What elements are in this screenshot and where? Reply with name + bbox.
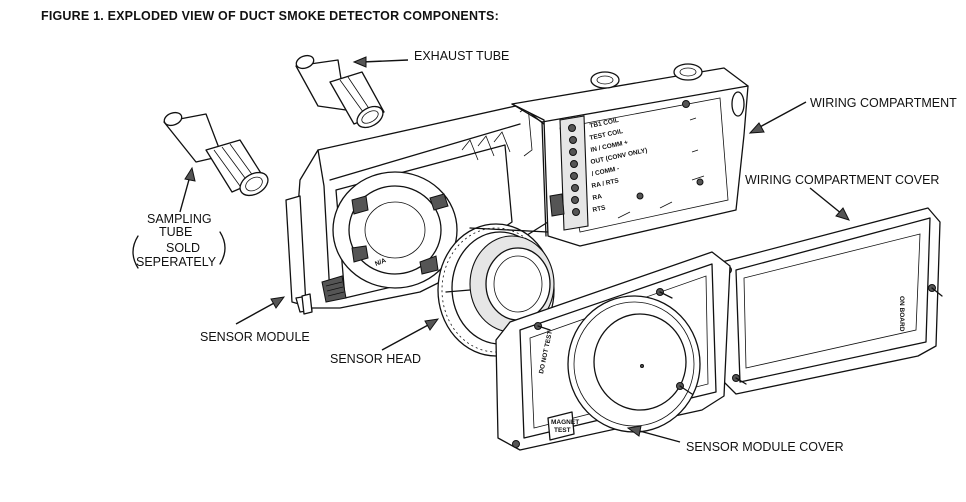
sensor-module-label: SENSOR MODULE: [200, 330, 310, 344]
terminal-label: RTS: [592, 204, 607, 214]
svg-text:N/A: N/A: [374, 257, 387, 268]
sampling-tube-label-line2: TUBE: [159, 225, 192, 239]
sold-separately-label-line2: SEPERATELY: [136, 255, 217, 269]
sampling-tube: [163, 111, 269, 197]
wiring-compartment: TB1 COIL TEST COIL IN / COMM + OUT (CONV…: [511, 63, 749, 247]
exhaust-tube-label: EXHAUST TUBE: [414, 49, 509, 63]
figure-title: FIGURE 1. EXPLODED VIEW OF DUCT SMOKE DE…: [41, 9, 499, 23]
wiring-compartment-label: WIRING COMPARTMENT: [810, 96, 957, 110]
magnet-test-label-line1: MAGNET: [551, 419, 579, 426]
magnet-test-label-line2: TEST: [554, 427, 571, 434]
sensor-module-cover: DO NOT TEST MAGNET TEST: [495, 251, 731, 451]
wiring-compartment-cover: ON BOARD: [721, 207, 943, 395]
terminal-label: RA: [592, 193, 603, 202]
sensor-head-label: SENSOR HEAD: [330, 352, 421, 366]
terminal-screws: [568, 124, 580, 216]
sampling-tube-label-line1: SAMPLING: [147, 212, 212, 226]
sold-separately-label-line1: SOLD: [166, 241, 200, 255]
sensor-module-cover-label: SENSOR MODULE COVER: [686, 440, 844, 454]
leader-arrows: [132, 56, 850, 443]
exhaust-tube: [295, 54, 385, 129]
wiring-compartment-cover-label: WIRING COMPARTMENT COVER: [745, 173, 939, 187]
svg-text:ON BOARD: ON BOARD: [898, 296, 905, 332]
